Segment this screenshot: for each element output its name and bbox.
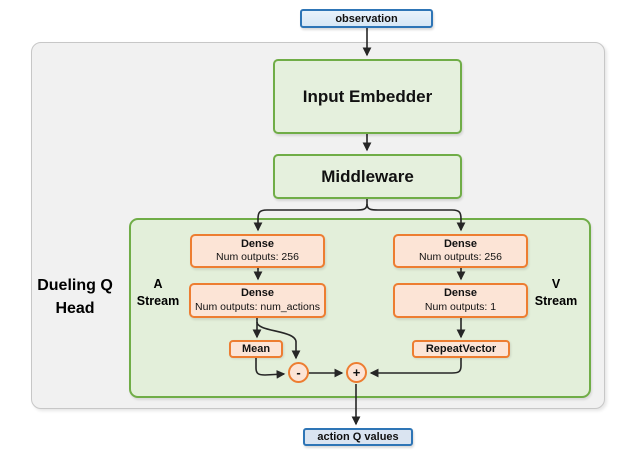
dense-a1-subtitle: Num outputs: 256 [216,251,299,264]
dueling-q-head-label-line2: Head [55,300,95,318]
dueling-q-head-label-line1: Dueling Q [37,277,113,294]
subtract-operator-label: - [296,365,301,380]
mean-label: Mean [241,343,271,355]
middleware-label: Middleware [321,166,414,186]
v-stream-label: V Stream [528,276,584,309]
observation-label: observation [335,12,398,25]
dense-a1-node: Dense Num outputs: 256 [190,234,325,268]
mean-node: Mean [229,340,283,358]
input-embedder-label: Input Embedder [302,86,433,106]
add-operator-node: + [346,362,367,383]
dense-a1-title: Dense [240,237,275,250]
dueling-q-head-label: Dueling Q Head [18,274,132,320]
v-stream-label-line2: Stream [534,293,578,308]
subtract-operator-node: - [288,362,309,383]
middleware-node: Middleware [273,154,462,199]
dense-a2-title: Dense [240,287,275,300]
observation-node: observation [300,9,433,28]
dense-v2-subtitle: Num outputs: 1 [424,300,497,313]
dense-v1-node: Dense Num outputs: 256 [393,234,528,268]
v-stream-label-line1: V [551,277,561,291]
a-stream-label-line2: Stream [136,293,180,308]
dense-v1-subtitle: Num outputs: 256 [419,251,502,264]
a-stream-label-line1: A [153,277,163,291]
dense-v2-title: Dense [443,287,478,300]
input-embedder-node: Input Embedder [273,59,462,134]
dense-a2-subtitle: Num outputs: num_actions [195,300,320,313]
action-q-values-label: action Q values [317,431,399,443]
repeat-vector-node: RepeatVector [412,340,510,358]
action-q-values-node: action Q values [303,428,413,446]
add-operator-label: + [352,365,361,380]
repeat-vector-label: RepeatVector [425,343,497,355]
a-stream-label: A Stream [130,276,186,309]
dense-a2-node: Dense Num outputs: num_actions [189,283,326,318]
dense-v2-node: Dense Num outputs: 1 [393,283,528,318]
dense-v1-title: Dense [443,237,478,250]
